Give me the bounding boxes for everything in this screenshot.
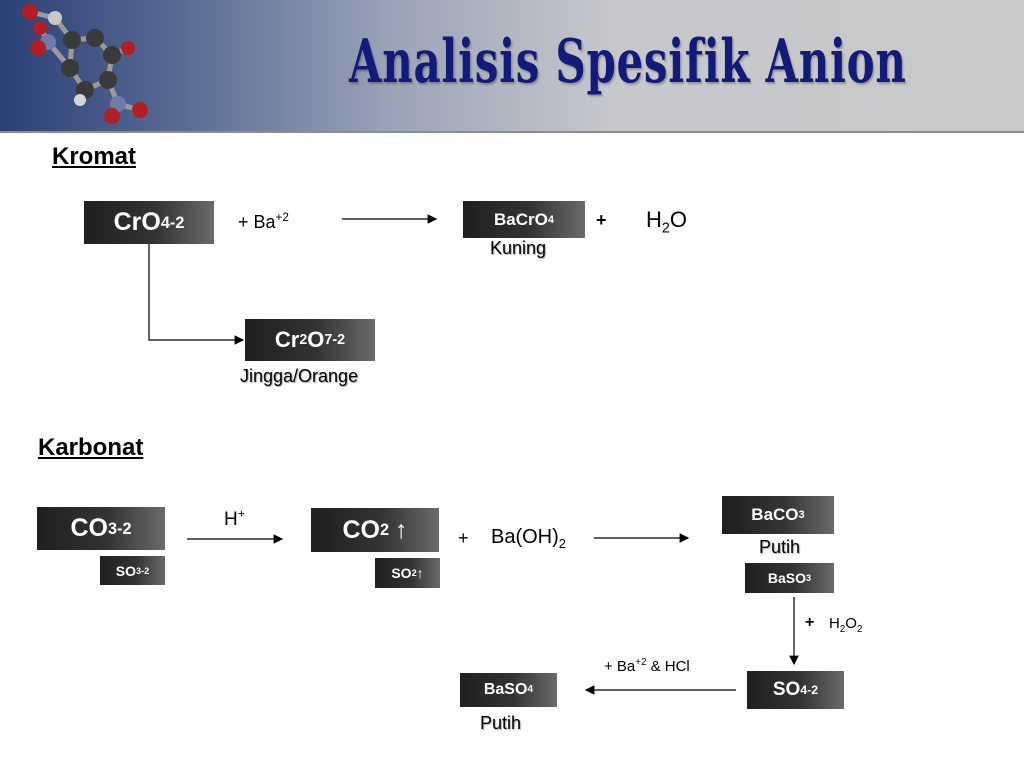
plus-sign: +: [458, 528, 469, 548]
putih-caption-baso4: Putih: [480, 713, 522, 733]
section-heading-kromat: Kromat: [52, 143, 137, 170]
putih-caption-baco3: Putih: [759, 537, 801, 557]
plus-sign: +: [596, 210, 607, 230]
h2o2-label: H2O2: [829, 615, 863, 635]
arrow-cro4-to-cr2o7: [148, 244, 245, 345]
section-heading-karbonat: Karbonat: [38, 434, 144, 461]
header-banner: Analisis Spesifik Anion: [0, 0, 1024, 132]
ba-hcl-label: + Ba+2 & HCl: [604, 657, 690, 675]
jingga-caption: Jingga/Orange: [240, 366, 359, 386]
kuning-caption: Kuning: [490, 238, 547, 258]
plus-ba-label: + Ba+2: [238, 211, 289, 232]
h2o-label: H2O: [646, 207, 687, 237]
molecule-icon: [22, 4, 148, 124]
h-plus-label: H+: [224, 506, 245, 530]
baoh2-label: Ba(OH)2: [491, 526, 567, 551]
plus-sign: +: [805, 614, 815, 631]
header-divider: [0, 131, 1024, 133]
